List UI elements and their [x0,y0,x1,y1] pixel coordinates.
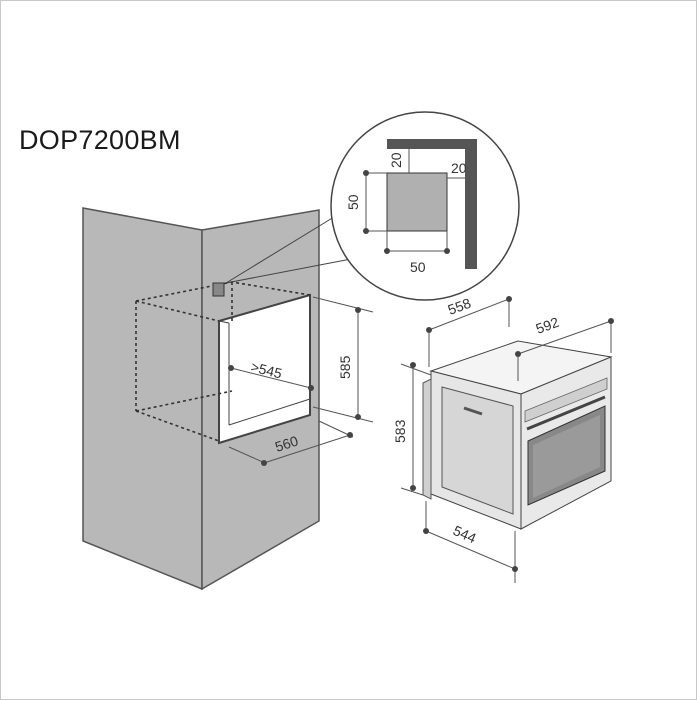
vent-opening [212,282,225,297]
oven-side-panel [441,386,514,515]
corner-wall [387,139,477,269]
top-clearance-label: 20 [388,152,404,168]
oven-height-label: 583 [392,419,408,443]
vent-height-label: 50 [345,194,361,210]
oven-handle [526,395,606,431]
side-clearance-label: 20 [451,160,467,176]
oven [422,340,613,530]
cabinet [82,207,352,591]
niche-width-label: 560 [273,432,300,455]
detail-vent [386,172,448,232]
oven-control-strip [524,377,608,423]
model-title: DOP7200BM [19,125,181,155]
niche-depth-dimension: >545 [228,358,314,391]
niche-width-dimension: 560 [228,420,354,466]
oven-body-depth-label: 544 [451,522,479,546]
oven-width-label: 592 [534,314,562,337]
cabinet-left-face [82,207,203,591]
oven-height-dimension: 583 [392,362,432,496]
vent-detail-callout: 20 20 50 50 [330,111,520,301]
oven-width-dimension: 592 [515,314,614,381]
niche-depth-label: >545 [249,358,284,381]
vent-width-label: 50 [410,259,426,275]
niche-height-label: 585 [337,355,353,379]
niche-height-dimension: 585 [312,296,374,423]
oven-top-depth-label: 558 [446,295,474,318]
oven-top-depth-dimension: 558 [426,295,512,367]
